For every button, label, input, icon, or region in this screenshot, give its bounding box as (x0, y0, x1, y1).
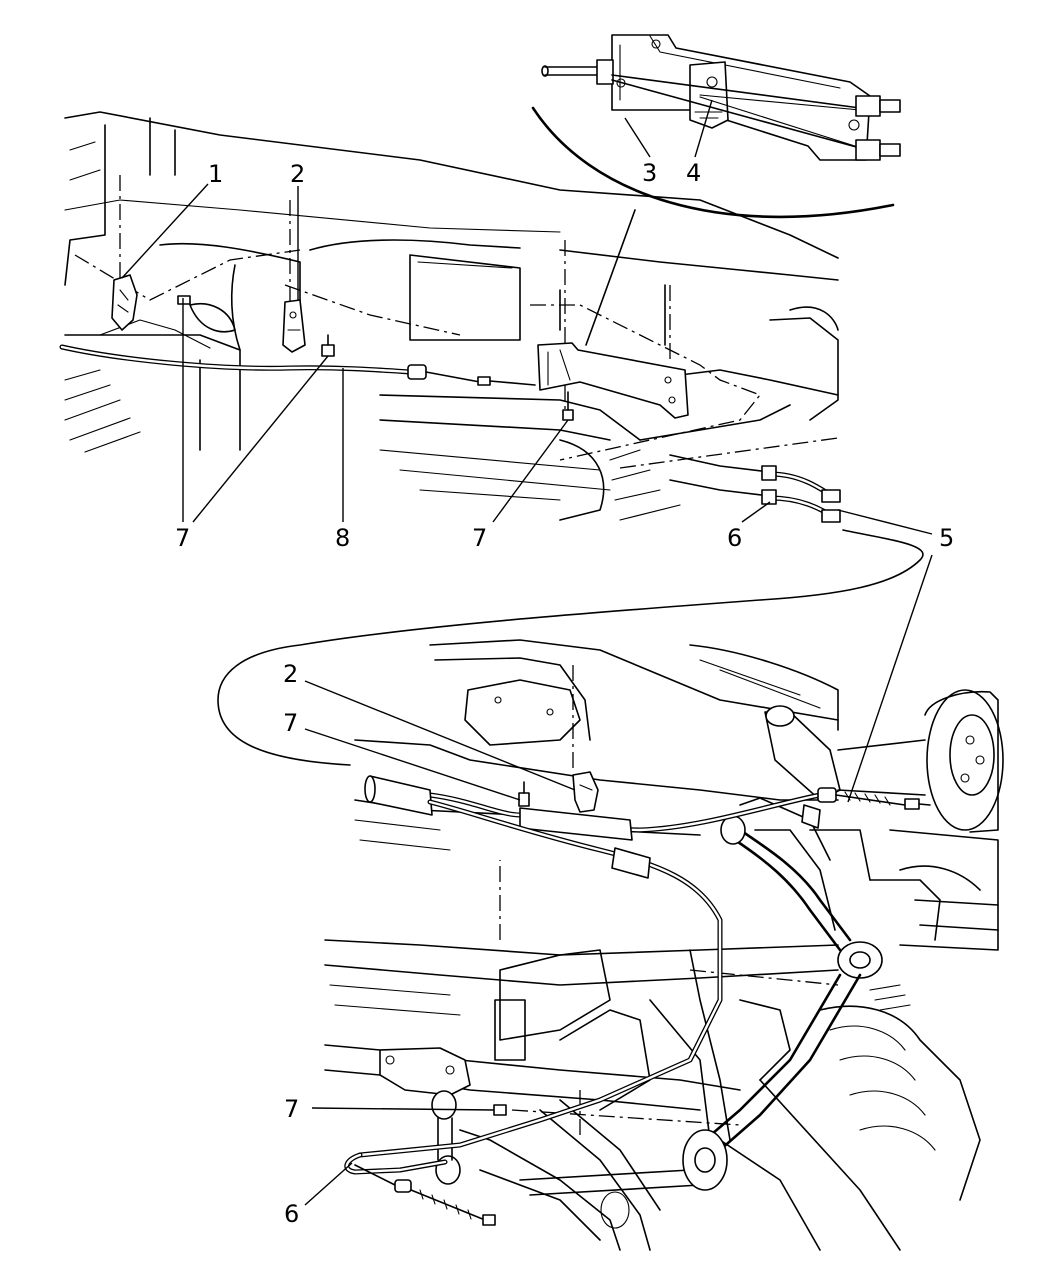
callout-6-lower: 6 (284, 1200, 299, 1228)
detail-callout-loop (217, 529, 924, 766)
callout-1: 1 (208, 160, 223, 188)
callout-4: 4 (686, 159, 701, 187)
callout-5: 5 (939, 524, 954, 552)
callout-8: 8 (335, 524, 350, 552)
callout-7-lower-upper: 7 (283, 709, 298, 737)
leader-lines (121, 99, 933, 1206)
callout-7-upper-left: 7 (175, 524, 190, 552)
detail-inset (531, 34, 901, 219)
callout-2-upper: 2 (290, 160, 305, 188)
upper-underbody-view (59, 111, 841, 523)
lower-rear-axle-view (324, 639, 1004, 1251)
callout-labels: 1 2 3 4 7 8 7 6 5 2 7 7 6 (175, 159, 954, 1228)
callout-7-lower: 7 (284, 1095, 299, 1123)
callout-3: 3 (642, 159, 657, 187)
callout-2-lower: 2 (283, 660, 298, 688)
callout-6-upper: 6 (727, 524, 742, 552)
callout-7-upper-center: 7 (472, 524, 487, 552)
